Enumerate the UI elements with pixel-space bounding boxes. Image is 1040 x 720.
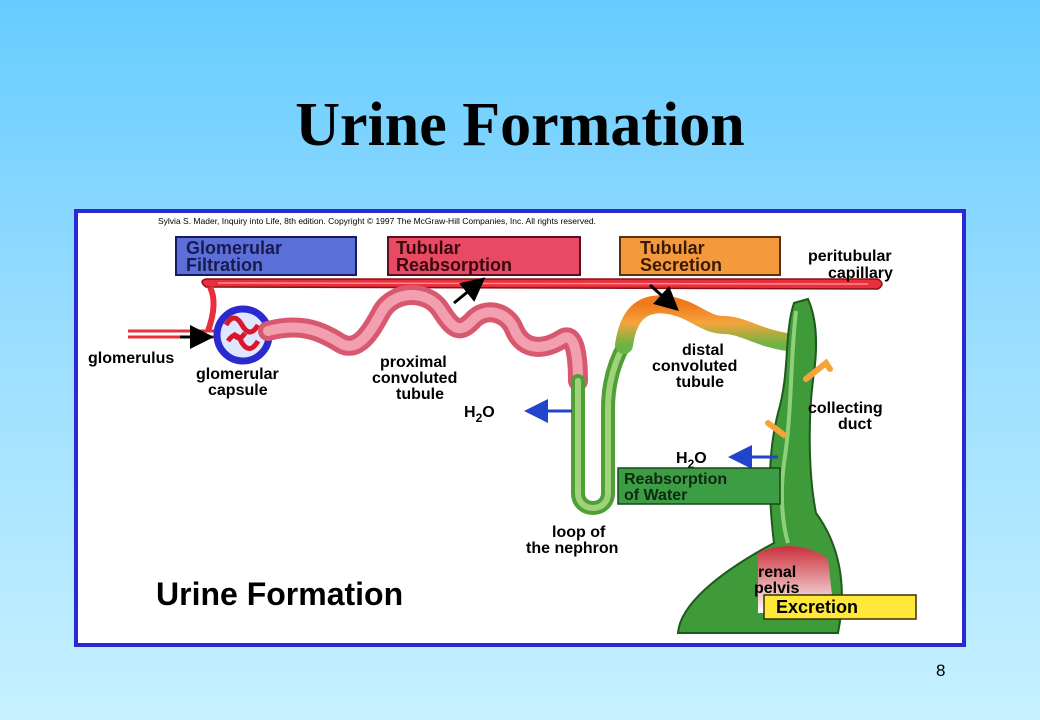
label-convoluted: convoluted: [652, 358, 737, 375]
box-glomerular-filtration: Glomerular Filtration: [175, 236, 357, 276]
label-the-nephron: the nephron: [526, 540, 618, 557]
label-tubule: tubule: [676, 374, 724, 391]
box-label: Reabsorption: [396, 255, 512, 275]
box-label: Tubular: [640, 238, 705, 258]
box-label: Filtration: [186, 255, 263, 275]
box-label: Excretion: [776, 597, 858, 617]
label-proximal: proximal: [380, 354, 447, 371]
label-pelvis: pelvis: [754, 580, 799, 597]
box-label: of Water: [624, 487, 687, 504]
nephron-figure: Sylvia S. Mader, Inquiry into Life, 8th …: [74, 209, 966, 647]
box-label: Reabsorption: [624, 471, 727, 488]
label-loop-of: loop of: [552, 524, 606, 541]
box-label: Tubular: [396, 238, 461, 258]
label-renal: renal: [758, 564, 796, 581]
label-convoluted: convoluted: [372, 370, 457, 387]
box-excretion: Excretion: [763, 594, 917, 620]
box-tubular-secretion: Tubular Secretion: [619, 236, 781, 276]
page-number: 8: [936, 661, 946, 680]
box-label: Glomerular: [186, 238, 282, 258]
label-tubule: tubule: [396, 386, 444, 403]
label-distal: distal: [682, 342, 724, 359]
label-capsule: capsule: [208, 382, 268, 399]
label-h2o: H2O: [676, 450, 707, 471]
slide-title: Urine Formation: [295, 91, 745, 159]
arrow-icon: [648, 283, 679, 312]
label-h2o: H2O: [464, 404, 495, 425]
box-label: Secretion: [640, 255, 722, 275]
label-collecting: collecting: [808, 400, 883, 417]
distal-tubule-shape: [615, 295, 803, 354]
label-capillary: capillary: [828, 265, 893, 282]
figure-caption: Urine Formation: [156, 576, 403, 612]
peritubular-capillary-shape: [201, 278, 883, 290]
nephron-diagram: Sylvia S. Mader, Inquiry into Life, 8th …: [88, 216, 917, 634]
label-glomerulus: glomerulus: [88, 350, 174, 367]
arrow-icon: [453, 277, 486, 305]
copyright-text: Sylvia S. Mader, Inquiry into Life, 8th …: [158, 216, 596, 226]
label-duct: duct: [838, 416, 872, 433]
label-glomerular: glomerular: [196, 366, 279, 383]
box-tubular-reabsorption: Tubular Reabsorption: [387, 236, 581, 276]
label-peritubular: peritubular: [808, 248, 892, 265]
box-reabsorption-of-water: Reabsorption of Water: [617, 467, 781, 505]
